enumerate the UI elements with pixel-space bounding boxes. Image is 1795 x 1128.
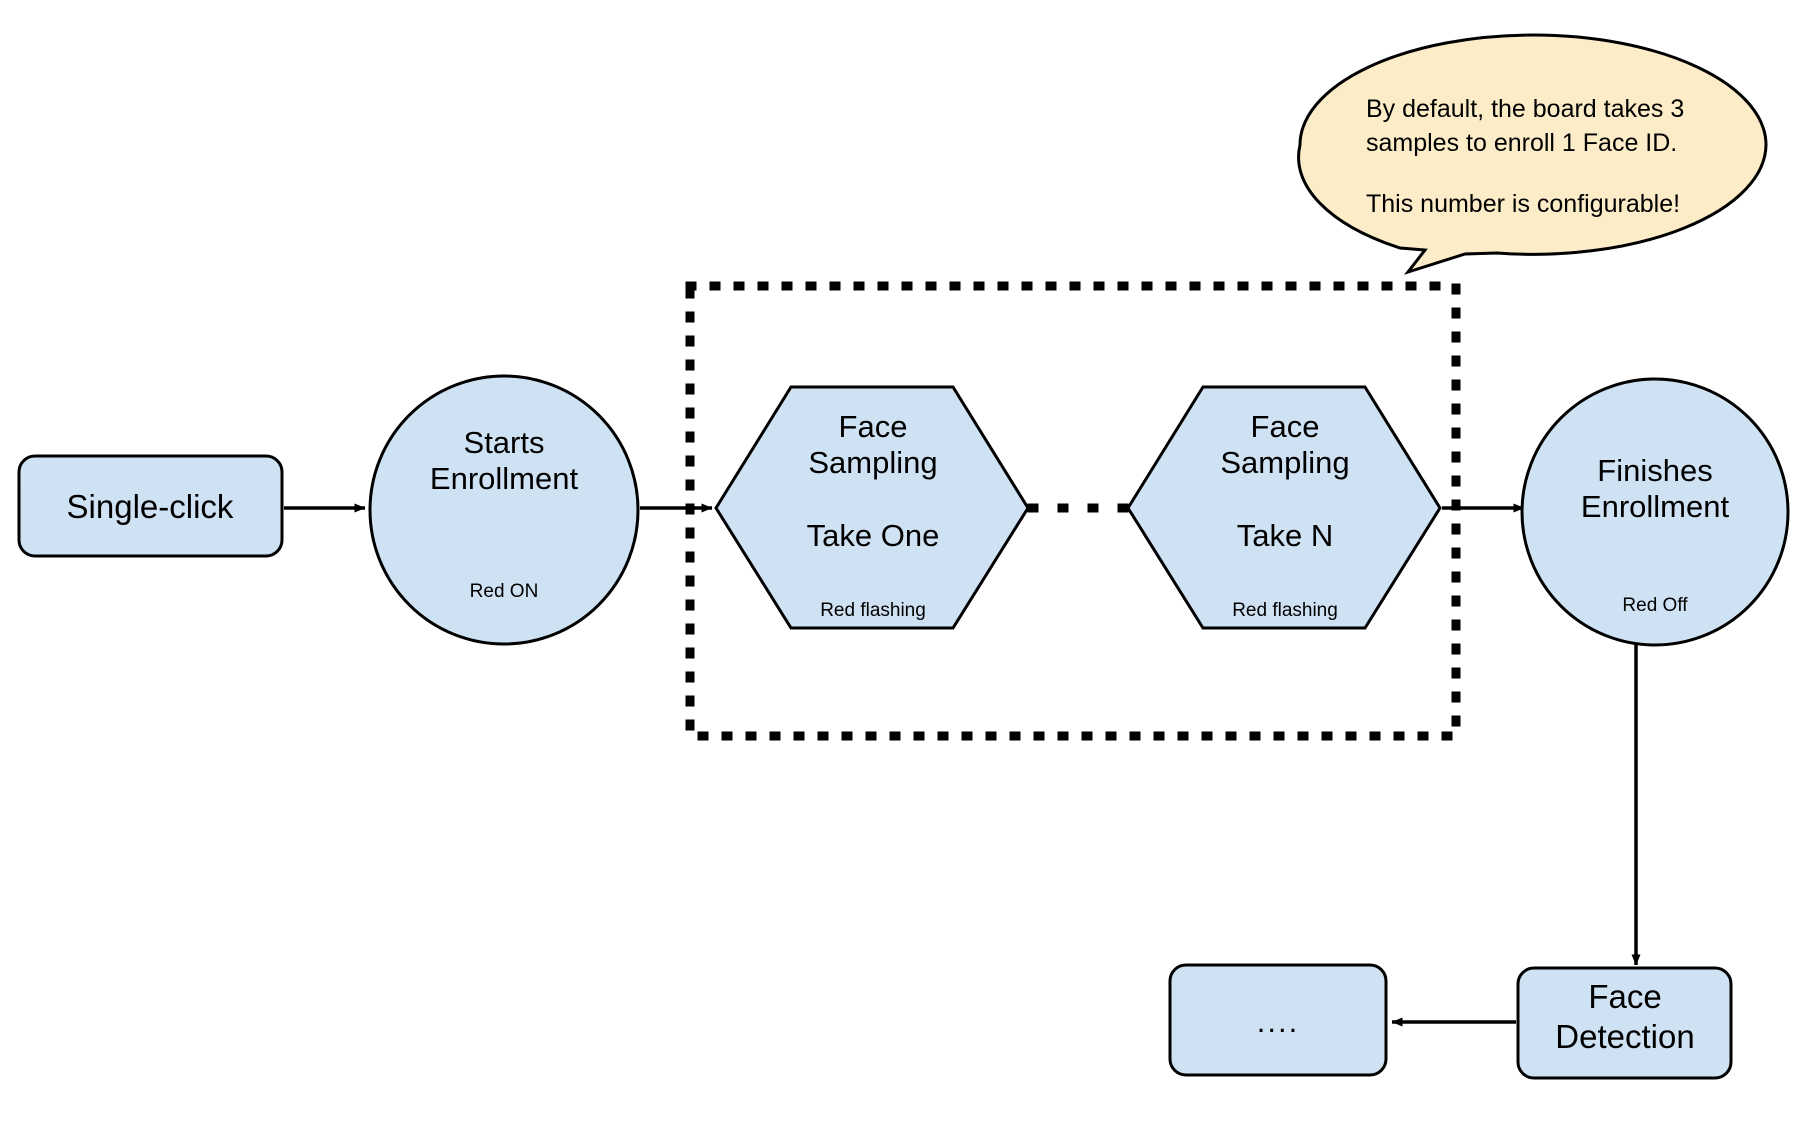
callout-line-1: By default, the board takes 3 xyxy=(1366,95,1684,123)
node-ellipsis-box[interactable]: .... xyxy=(1168,963,1388,1077)
sampling-group-box xyxy=(685,281,1461,741)
node-finishes-enrollment[interactable]: Finishes Enrollment Red Off xyxy=(1520,377,1790,647)
face-detection-line1: Face xyxy=(1588,978,1661,1015)
starts-enrollment-line1: Starts xyxy=(464,425,545,460)
face-sampling-one-take: Take One xyxy=(807,518,940,553)
node-starts-enrollment[interactable]: Starts Enrollment Red ON xyxy=(368,374,640,646)
finishes-enrollment-shape[interactable] xyxy=(1520,377,1790,647)
starts-enrollment-line2: Enrollment xyxy=(430,461,579,496)
face-sampling-one-line2: Sampling xyxy=(808,445,937,480)
callout-line-2: samples to enroll 1 Face ID. xyxy=(1366,129,1677,157)
callout-bubble: By default, the board takes 3 samples to… xyxy=(1297,33,1768,275)
starts-enrollment-status: Red ON xyxy=(470,581,539,602)
face-sampling-n-line1: Face xyxy=(1251,409,1320,444)
face-sampling-n-take: Take N xyxy=(1237,518,1333,553)
face-sampling-n-line2: Sampling xyxy=(1220,445,1349,480)
face-detection-shape[interactable] xyxy=(1516,966,1733,1080)
finishes-enrollment-line2: Enrollment xyxy=(1581,489,1730,524)
node-face-sampling-n[interactable]: Face Sampling Take N Red flashing xyxy=(1126,385,1442,630)
callout-shape xyxy=(1297,33,1768,275)
face-sampling-n-shape[interactable] xyxy=(1126,385,1442,630)
node-face-sampling-one[interactable]: Face Sampling Take One Red flashing xyxy=(714,385,1030,630)
single-click-shape[interactable] xyxy=(17,454,284,558)
single-click-label: Single-click xyxy=(67,488,234,525)
face-sampling-n-status: Red flashing xyxy=(1232,600,1338,621)
face-detection-line2: Detection xyxy=(1555,1018,1694,1055)
face-sampling-one-line1: Face xyxy=(839,409,908,444)
callout-line-3: This number is configurable! xyxy=(1366,190,1680,218)
finishes-enrollment-status: Red Off xyxy=(1622,595,1688,616)
node-face-detection[interactable]: Face Detection xyxy=(1516,966,1733,1080)
finishes-enrollment-line1: Finishes xyxy=(1597,453,1712,488)
starts-enrollment-shape[interactable] xyxy=(368,374,640,646)
node-single-click[interactable]: Single-click xyxy=(17,454,284,558)
face-sampling-one-status: Red flashing xyxy=(820,600,926,621)
ellipsis-box-shape[interactable] xyxy=(1168,963,1388,1077)
ellipsis-box-label: .... xyxy=(1257,1004,1299,1039)
